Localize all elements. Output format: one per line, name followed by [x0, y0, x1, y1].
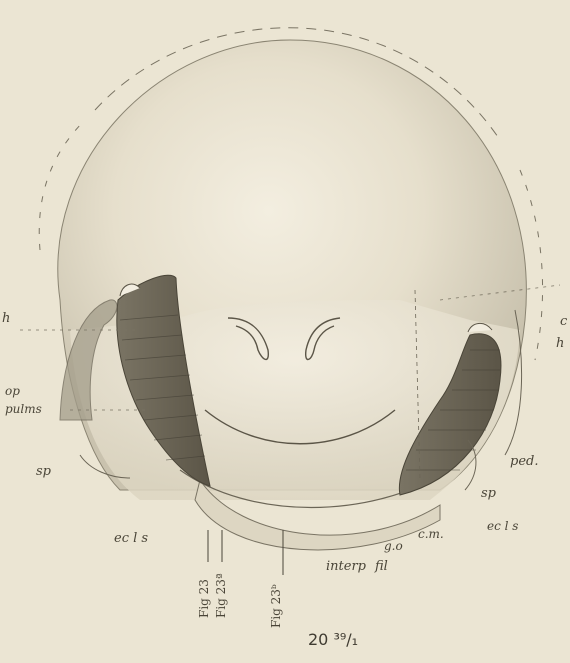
label-ped: ped.: [510, 455, 538, 468]
label-h-right: h: [556, 337, 564, 350]
label-cm: c.m.: [418, 528, 444, 540]
label-ecl-left: ec l s: [114, 532, 148, 545]
label-fig23: Fig 23: [198, 579, 210, 618]
label-h-left: h: [2, 312, 10, 325]
label-sp-left: sp: [36, 465, 51, 478]
label-ecl-right: ec l s: [487, 520, 518, 532]
label-interp: interp: [326, 560, 366, 573]
label-op: op: [5, 385, 20, 397]
label-pulms: pulms: [5, 403, 42, 415]
figure-caption: 20 ³⁹/₁: [308, 630, 358, 649]
label-fig23b: Fig 23ᵇ: [270, 584, 282, 628]
label-fil: fil: [375, 560, 388, 573]
label-fig23a: Fig 23ª: [215, 573, 227, 618]
label-c-right: c: [560, 315, 567, 328]
label-go: g.o: [384, 540, 403, 552]
label-sp-right: sp: [481, 487, 496, 500]
